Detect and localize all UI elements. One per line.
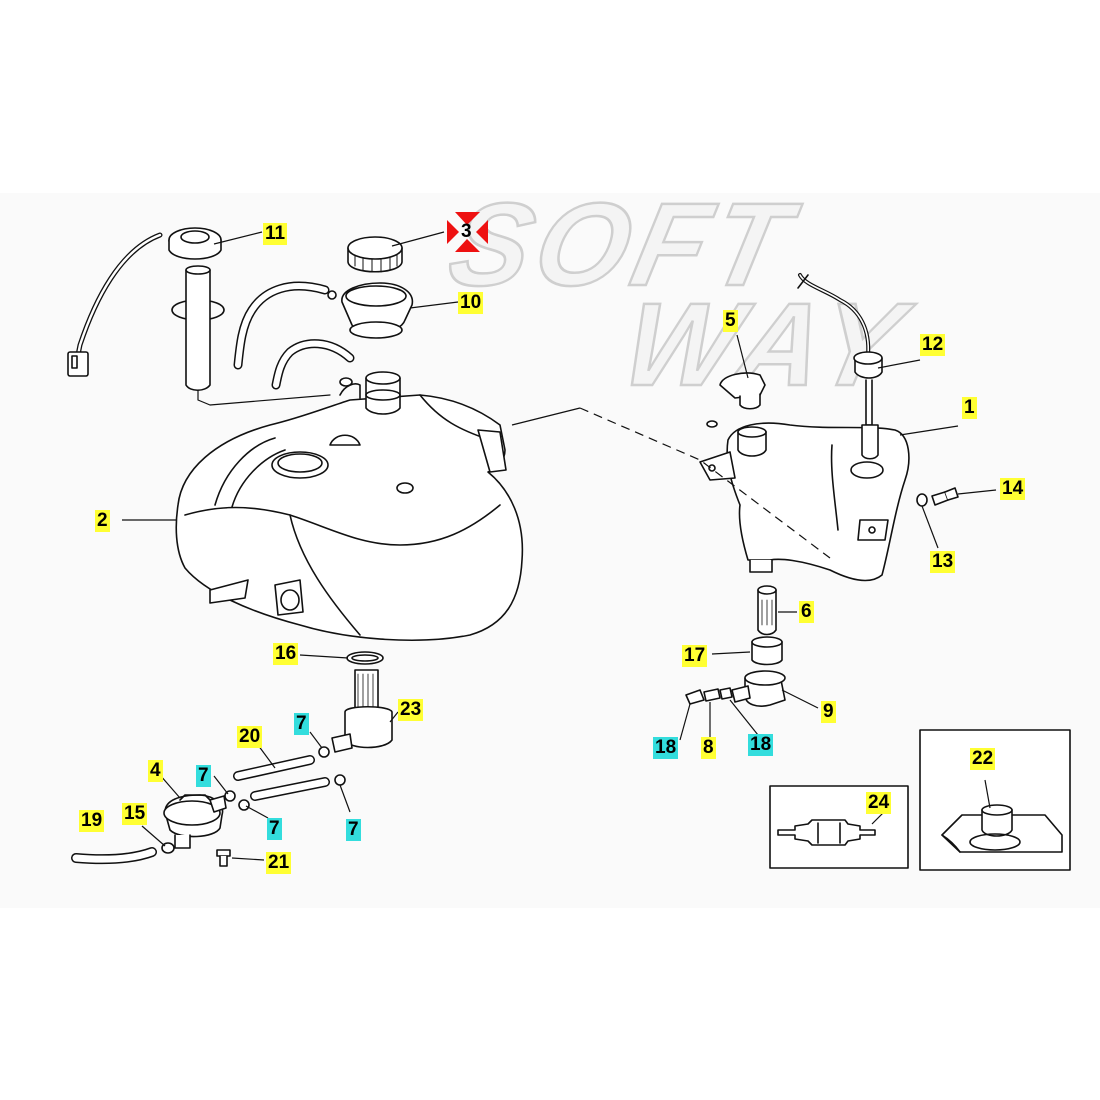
callout-23[interactable]: 23 [398,699,424,721]
callout-17[interactable]: 17 [682,645,708,667]
filler-neck[interactable] [341,282,414,339]
watermark-line-2: WAY [613,279,922,411]
callout-12[interactable]: 12 [920,334,946,356]
fuel-tap[interactable] [331,669,393,753]
callout-13[interactable]: 13 [930,551,956,573]
fuel-cap[interactable] [347,236,403,273]
watermark-line-1: SOFT [439,179,809,311]
callout-22[interactable]: 22 [970,748,996,770]
callout-18-right[interactable]: 18 [748,734,774,756]
fuel-level-sender[interactable] [67,227,331,406]
callout-21[interactable]: 21 [266,852,292,874]
union-clamps[interactable] [685,687,733,705]
oil-elbow[interactable] [731,670,786,707]
callout-16[interactable]: 16 [273,643,299,665]
vacuum-hose[interactable] [71,847,157,865]
callout-20[interactable]: 20 [237,726,263,748]
callout-8[interactable]: 8 [701,737,716,759]
callout-18-left[interactable]: 18 [653,737,679,759]
leader-lines [122,231,997,861]
oil-tank[interactable] [699,420,910,582]
callout-24[interactable]: 24 [866,792,892,814]
selected-marker-icon [447,212,488,252]
callout-1[interactable]: 1 [962,397,977,419]
callout-3[interactable]: 3 [461,221,472,242]
pump-screw[interactable] [216,849,231,867]
fuel-tank[interactable] [175,371,524,642]
hose-clips[interactable] [224,746,346,811]
callout-11[interactable]: 11 [263,223,288,245]
callout-14[interactable]: 14 [1000,478,1026,500]
callout-6[interactable]: 6 [799,601,814,623]
callout-15[interactable]: 15 [122,803,148,825]
callout-7-upper[interactable]: 7 [294,713,309,735]
callout-5[interactable]: 5 [723,310,738,332]
callout-9[interactable]: 9 [821,701,836,723]
oil-tank-screw[interactable] [916,487,959,507]
callout-2[interactable]: 2 [95,510,110,532]
callout-7-middle[interactable]: 7 [267,818,282,840]
fuel-hoses[interactable] [233,755,330,801]
oil-cap[interactable] [719,372,766,410]
oil-union[interactable] [751,636,783,666]
oil-filter[interactable] [757,585,777,636]
callout-7-left[interactable]: 7 [196,765,211,787]
vent-hose[interactable] [233,281,355,390]
callout-10[interactable]: 10 [458,292,484,314]
callout-4[interactable]: 4 [148,760,163,782]
watermark: SOFT WAY [438,178,924,412]
callout-7-right[interactable]: 7 [346,819,361,841]
callout-19[interactable]: 19 [79,810,105,832]
oil-level-sensor[interactable] [797,273,883,460]
fuel-pump[interactable] [163,794,227,849]
hose-clamp[interactable] [346,651,384,665]
